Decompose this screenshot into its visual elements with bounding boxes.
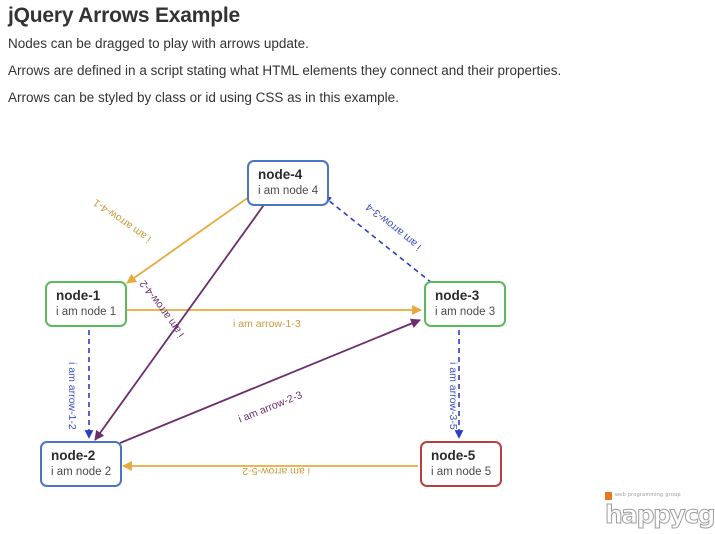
header: jQuery Arrows Example Nodes can be dragg…: [8, 4, 708, 117]
logo-wordmark: happycgi: [605, 500, 715, 529]
node-subtitle: i am node 3: [435, 305, 496, 318]
intro-line-2: Arrows are defined in a script stating w…: [8, 62, 562, 78]
node-title: node-1: [56, 288, 101, 303]
node-title: node-4: [258, 167, 303, 182]
node-node-2[interactable]: node-2 i am node 2: [40, 441, 123, 487]
arrow-label-arrow-3-5: i am arrow-3-5: [447, 362, 459, 430]
arrow-arrow-3-4: [322, 195, 433, 284]
arrow-label-arrow-1-3: i am arrow-1-3: [233, 318, 301, 330]
intro-line-3: Arrows can be styled by class or id usin…: [8, 89, 399, 105]
node-subtitle: i am node 2: [51, 465, 112, 478]
node-title: node-5: [431, 448, 476, 463]
arrow-label-arrow-3-4: i am arrow-3-4: [363, 200, 424, 253]
arrow-label-arrow-1-2: i am arrow-1-2: [66, 362, 78, 430]
node-subtitle: i am node 4: [258, 184, 319, 197]
arrow-label-arrow-4-2: i am arrow-4-2: [137, 277, 187, 340]
happycgi-logo: web programming group happycgi: [605, 490, 715, 530]
node-node-1[interactable]: node-1 i am node 1: [45, 281, 128, 327]
node-title: node-2: [51, 448, 96, 463]
logo-tagline: web programming group: [615, 491, 681, 498]
intro-line-1: Nodes can be dragged to play with arrows…: [8, 36, 309, 51]
node-node-3[interactable]: node-3 i am node 3: [424, 281, 507, 327]
logo-tagline-row: web programming group: [605, 490, 709, 501]
node-node-4[interactable]: node-4 i am node 4: [247, 160, 330, 206]
node-title: node-3: [435, 288, 480, 303]
arrow-label-arrow-2-3: i am arrow-2-3: [236, 389, 305, 426]
arrow-arrow-4-1: [126, 191, 257, 284]
arrow-arrow-2-3: [119, 318, 421, 444]
node-node-5[interactable]: node-5 i am node 5: [420, 441, 503, 487]
diagram-canvas: node-4 i am node 4 node-1 i am node 1 no…: [0, 140, 715, 534]
arrow-label-arrow-5-2: i am arrow-5-2: [242, 465, 310, 477]
node-subtitle: i am node 5: [431, 465, 492, 478]
logo-square-icon: [605, 491, 612, 500]
node-subtitle: i am node 1: [56, 305, 117, 318]
arrow-label-arrow-4-1: i am arrow-4-1: [91, 196, 154, 245]
page-title: jQuery Arrows Example: [8, 4, 240, 27]
